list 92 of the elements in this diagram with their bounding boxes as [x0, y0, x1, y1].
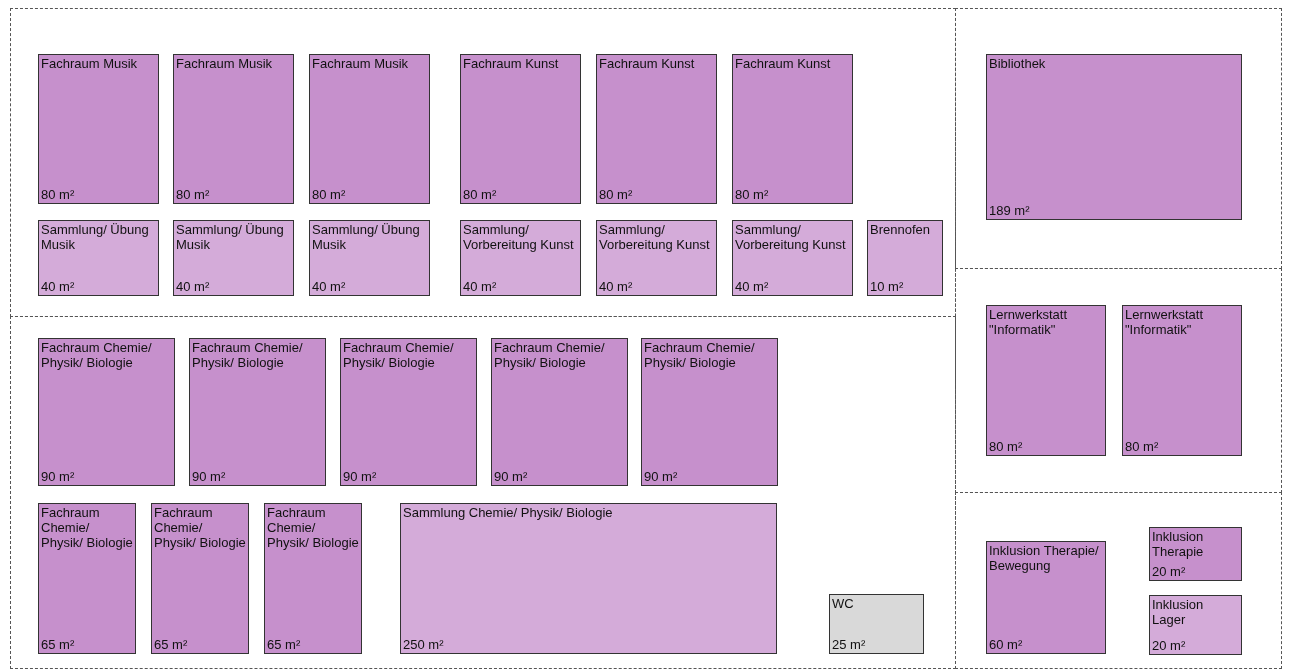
- room-area: 40 m²: [463, 279, 578, 294]
- room-name: Sammlung Chemie/ Physik/ Biologie: [403, 505, 614, 520]
- room-box: [829, 594, 924, 654]
- room-box: [1149, 595, 1242, 655]
- room-area: 80 m²: [1125, 439, 1239, 454]
- room-box: [309, 54, 430, 204]
- room-name: Sammlung/ Vorbereitung Kunst: [735, 222, 847, 252]
- zone-outline: [955, 8, 1282, 269]
- room-name: Bibliothek: [989, 56, 1047, 71]
- room-area: 80 m²: [989, 439, 1103, 454]
- room-area: 250 m²: [403, 637, 774, 652]
- room-area: 65 m²: [154, 637, 246, 652]
- room-area: 90 m²: [644, 469, 775, 484]
- room-area: 80 m²: [599, 187, 714, 202]
- room-name: Fachraum Kunst: [463, 56, 560, 71]
- room-area: 60 m²: [989, 637, 1103, 652]
- room-area: 90 m²: [494, 469, 625, 484]
- room-box: [986, 54, 1242, 220]
- room-box: [38, 54, 159, 204]
- room-box: [460, 54, 581, 204]
- room-box: [596, 54, 717, 204]
- room-name: Lernwerkstatt "Informatik": [1125, 307, 1205, 337]
- room-box: [1122, 305, 1242, 456]
- room-box: [986, 541, 1106, 654]
- room-area: 20 m²: [1152, 638, 1239, 653]
- room-area: 65 m²: [41, 637, 133, 652]
- room-area: 40 m²: [176, 279, 291, 294]
- room-name: Inklusion Therapie/ Bewegung: [989, 543, 1100, 573]
- room-box: [1149, 527, 1242, 581]
- room-box: [867, 220, 943, 296]
- room-area: 90 m²: [192, 469, 323, 484]
- room-area: 90 m²: [41, 469, 172, 484]
- room-area: 40 m²: [41, 279, 156, 294]
- room-name: Fachraum Chemie/ Physik/ Biologie: [41, 505, 133, 550]
- room-box: [400, 503, 777, 654]
- room-box: [641, 338, 778, 486]
- room-box: [596, 220, 717, 296]
- room-box: [173, 54, 294, 204]
- room-area: 40 m²: [312, 279, 427, 294]
- room-box: [460, 220, 581, 296]
- room-box: [264, 503, 362, 654]
- room-name: Fachraum Chemie/ Physik/ Biologie: [267, 505, 359, 550]
- room-box: [38, 220, 159, 296]
- room-name: Fachraum Chemie/ Physik/ Biologie: [154, 505, 246, 550]
- zone-outline: [955, 492, 1282, 669]
- room-name: Lernwerkstatt "Informatik": [989, 307, 1069, 337]
- room-area: 90 m²: [343, 469, 474, 484]
- room-name: Fachraum Musik: [176, 56, 274, 71]
- room-name: WC: [832, 596, 855, 611]
- room-box: [986, 305, 1106, 456]
- room-box: [151, 503, 249, 654]
- room-area: 80 m²: [312, 187, 427, 202]
- room-area: 80 m²: [735, 187, 850, 202]
- zone-outline: [955, 268, 1282, 493]
- room-name: Inklusion Lager: [1152, 597, 1205, 627]
- room-area: 25 m²: [832, 637, 921, 652]
- room-box: [189, 338, 326, 486]
- room-name: Fachraum Chemie/ Physik/ Biologie: [644, 340, 756, 370]
- room-name: Sammlung/ Übung Musik: [312, 222, 421, 252]
- room-area: 40 m²: [599, 279, 714, 294]
- room-area: 80 m²: [41, 187, 156, 202]
- zone-outline: [10, 316, 956, 669]
- room-box: [309, 220, 430, 296]
- room-name: Fachraum Chemie/ Physik/ Biologie: [192, 340, 304, 370]
- room-box: [491, 338, 628, 486]
- room-name: Sammlung/ Vorbereitung Kunst: [463, 222, 575, 252]
- room-area: 65 m²: [267, 637, 359, 652]
- room-name: Sammlung/ Übung Musik: [176, 222, 285, 252]
- room-area: 20 m²: [1152, 564, 1239, 579]
- room-area: 80 m²: [176, 187, 291, 202]
- room-name: Fachraum Chemie/ Physik/ Biologie: [41, 340, 153, 370]
- room-box: [732, 54, 853, 204]
- room-area: 10 m²: [870, 279, 940, 294]
- room-box: [340, 338, 477, 486]
- room-name: Fachraum Kunst: [735, 56, 832, 71]
- room-name: Sammlung/ Vorbereitung Kunst: [599, 222, 711, 252]
- room-box: [173, 220, 294, 296]
- room-box: [38, 503, 136, 654]
- room-name: Fachraum Chemie/ Physik/ Biologie: [343, 340, 455, 370]
- room-name: Sammlung/ Übung Musik: [41, 222, 150, 252]
- room-area: 189 m²: [989, 203, 1239, 218]
- room-box: [38, 338, 175, 486]
- zone-outline: [10, 8, 956, 317]
- room-name: Fachraum Musik: [312, 56, 410, 71]
- room-name: Fachraum Kunst: [599, 56, 696, 71]
- room-name: Fachraum Chemie/ Physik/ Biologie: [494, 340, 606, 370]
- room-box: [732, 220, 853, 296]
- room-name: Inklusion Therapie: [1152, 529, 1205, 559]
- room-area: 80 m²: [463, 187, 578, 202]
- room-name: Brennofen: [870, 222, 931, 237]
- room-name: Fachraum Musik: [41, 56, 139, 71]
- room-area: 40 m²: [735, 279, 850, 294]
